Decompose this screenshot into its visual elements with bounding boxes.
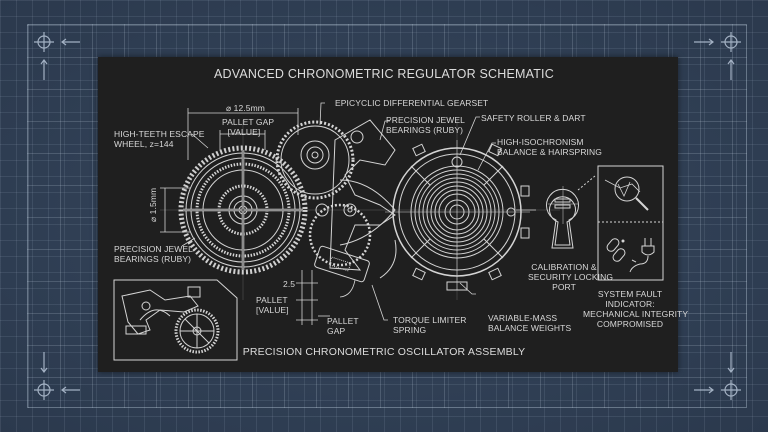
magnifier-broken-part-icon	[604, 176, 649, 211]
balance-wheel	[385, 140, 530, 291]
label-variable-mass-weights: VARIABLE-MASS BALANCE WEIGHTS	[488, 313, 572, 333]
leader-lines	[181, 102, 536, 321]
pallet-gap-value: [VALUE]	[227, 127, 261, 137]
label-safety-roller: SAFETY ROLLER & DART	[481, 113, 586, 123]
crosshair-target-icon	[721, 380, 741, 400]
label-jewel-bearings-top: PRECISION JEWEL BEARINGS (RUBY)	[386, 115, 465, 135]
dimension-diameter-side: ⌀ 1.5mm	[148, 187, 158, 222]
label-pallet-value: PALLET [VALUE]	[256, 295, 289, 315]
page-title: ADVANCED CHRONOMETRIC REGULATOR SCHEMATI…	[214, 67, 554, 81]
arrow-up-icon	[727, 59, 735, 80]
pallet-fork	[314, 119, 397, 283]
crosshair-target-icon	[34, 32, 54, 52]
arrow-right-icon	[694, 386, 714, 394]
assembly-subtitle: PRECISION CHRONOMETRIC OSCILLATOR ASSEMB…	[242, 346, 526, 358]
arrow-down-icon	[40, 352, 48, 373]
dimension-diameter-top: ⌀ 12.5mm	[226, 103, 265, 113]
arrow-up-icon	[40, 59, 48, 80]
dimension-pallet-gap-top: PALLET GAP[VALUE]	[222, 117, 274, 137]
crosshair-target-icon	[721, 32, 741, 52]
fault-indicator-box	[597, 165, 664, 281]
keyhole-lock-icon	[546, 175, 596, 249]
arrow-down-icon	[727, 352, 735, 373]
schematic-panel	[98, 57, 678, 372]
pallet-gap-label: PALLET GAP	[222, 117, 275, 127]
label-escape-wheel: HIGH-TEETH ESCAPE WHEEL, z=144	[114, 129, 205, 149]
isometric-inset	[113, 279, 238, 361]
label-jewel-bearings-left: PRECISION JEWEL BEARINGS (RUBY)	[114, 244, 193, 264]
escape-wheel	[178, 145, 308, 275]
unplugged-cable-icon	[629, 238, 655, 273]
dimension-2-5: 2.5	[283, 279, 296, 289]
label-system-fault: SYSTEM FAULT INDICATOR: MECHANICAL INTEG…	[583, 289, 689, 329]
label-epicyclic-gearset: EPICYCLIC DIFFERENTIAL GEARSET	[335, 98, 489, 108]
label-balance-hairspring: HIGH-ISOCHRONISM BALANCE & HAIRSPRING	[497, 137, 602, 157]
label-calibration-port: CALIBRATION & SECURITY LOCKING PORT	[528, 262, 614, 292]
label-pallet-gap: PALLET GAP	[327, 316, 359, 336]
label-torque-limiter: TORQUE LIMITER SPRING	[393, 315, 467, 335]
broken-chain-icon	[606, 238, 626, 262]
crosshair-target-icon	[34, 380, 54, 400]
arrow-left-icon	[61, 386, 80, 394]
dimension-lines	[160, 108, 318, 325]
arrow-left-icon	[61, 38, 80, 46]
arrow-right-icon	[694, 38, 714, 46]
epicyclic-gearset	[275, 120, 372, 267]
